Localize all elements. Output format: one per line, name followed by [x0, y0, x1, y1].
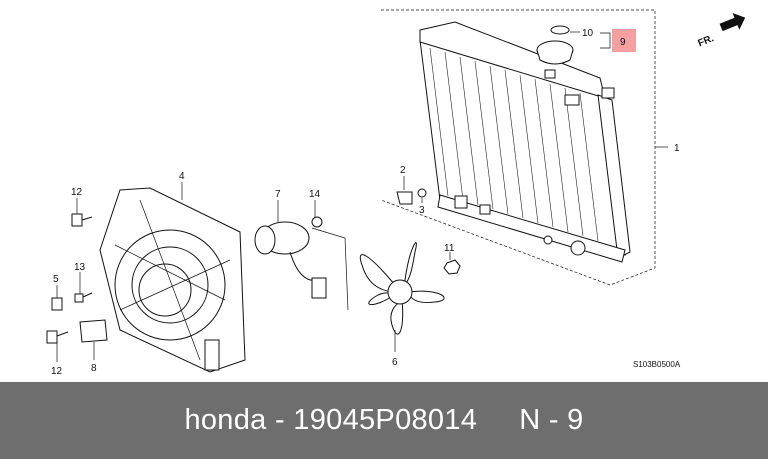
fan-motor	[254, 221, 349, 311]
callout-1: 1	[674, 143, 680, 154]
callout-4: 4	[179, 171, 185, 182]
callout-2: 2	[400, 165, 406, 176]
callout-12-top: 12	[71, 187, 83, 198]
front-direction-arrow-icon	[719, 13, 746, 32]
leader-lines	[56, 31, 668, 362]
footer-ref: N - 9	[519, 404, 584, 436]
callout-7: 7	[275, 189, 281, 200]
callout-11: 11	[444, 243, 455, 254]
fan-shroud	[99, 187, 246, 373]
small-parts	[46, 188, 461, 344]
callout-9: 9	[620, 37, 626, 48]
callout-8: 8	[91, 363, 97, 374]
footer-brand: honda	[184, 404, 267, 436]
callout-5: 5	[53, 274, 59, 285]
radiator-frame	[380, 9, 656, 286]
callout-6: 6	[392, 357, 398, 368]
radiator	[419, 21, 631, 263]
callout-10: 10	[582, 28, 594, 39]
parts-diagram: 1 2 3 4 5 6 7 8 9 10 11 12 12 13 14 FR. …	[46, 9, 746, 377]
callout-3: 3	[419, 205, 425, 216]
radiator-cap	[536, 25, 574, 65]
callout-12-bottom: 12	[51, 366, 63, 377]
highlight-box	[612, 29, 636, 52]
footer-separator: -	[274, 404, 285, 436]
callout-13: 13	[74, 262, 86, 273]
front-direction-label: FR.	[696, 33, 715, 49]
diagram-svg: 1 2 3 4 5 6 7 8 9 10 11 12 12 13 14 FR. …	[46, 9, 746, 377]
diagram-code: S103B0500A	[633, 360, 681, 369]
footer-part-number: 19045P08014	[293, 404, 478, 436]
fan	[359, 242, 445, 335]
callout-14: 14	[309, 189, 321, 200]
footer-banner: honda - 19045P08014 N - 9	[0, 382, 768, 459]
